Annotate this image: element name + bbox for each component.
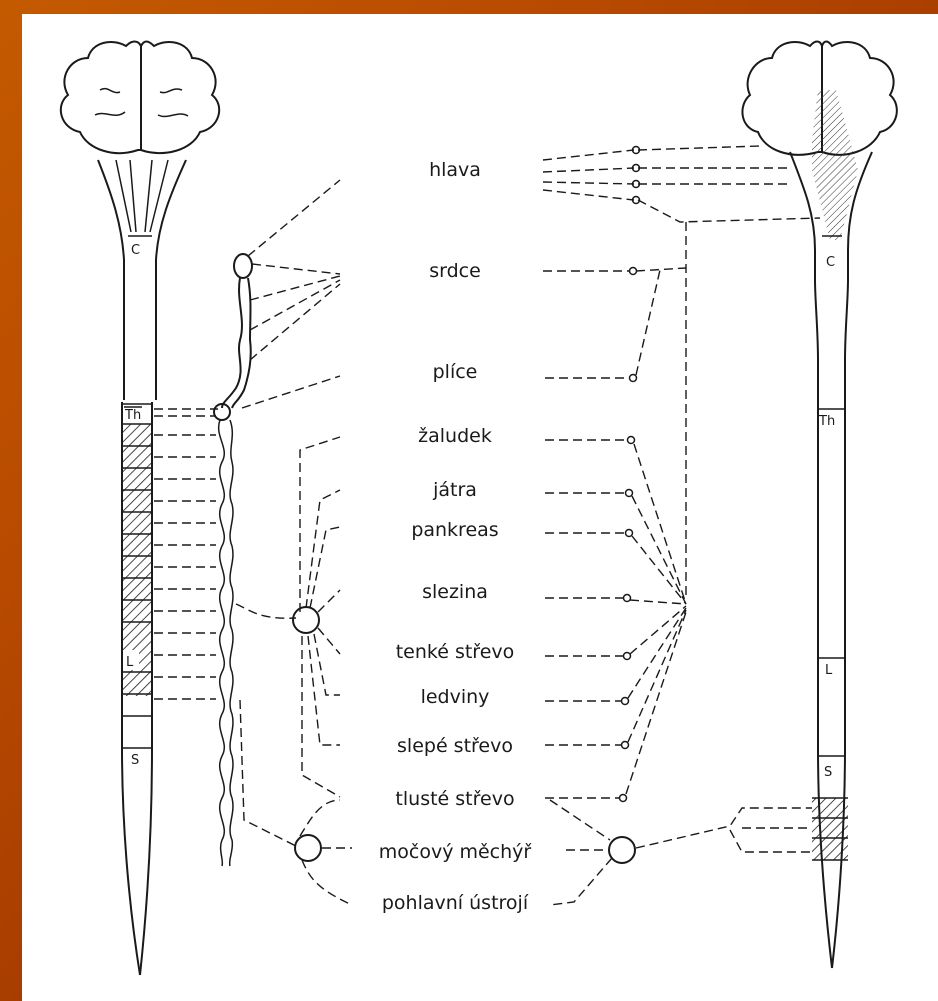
organ-label-tenke-strevo: tenké střevo [396,641,515,663]
left-segment-s-label: S [131,753,139,768]
organ-label-hlava: hlava [429,159,481,181]
sympathetic-fibers [236,180,352,905]
organ-label-pankreas: pankreas [411,519,498,541]
right-segment-s-label: S [824,765,832,780]
left-segment-c-label: C [131,243,140,258]
sympathetic-trunk [214,254,252,866]
left-segment-th-label: Th [124,408,141,423]
right-spinal-cord [790,152,872,968]
left-pelvic-ganglion [295,835,321,861]
organ-label-srdce: srdce [429,260,481,282]
organ-label-zaludek: žaludek [418,425,492,447]
organ-label-slepe-strevo: slepé střevo [397,735,513,757]
diagram-paper: C Th L S [22,14,938,1001]
left-brain [61,42,219,154]
organ-label-mocovy-mechyr: močový měchýř [379,841,532,863]
celiac-ganglion [293,607,319,633]
left-rami [154,409,218,699]
autonomic-nervous-system-diagram: C Th L S [22,14,938,1001]
right-segment-l-label: L [825,663,833,678]
right-brain [742,42,896,241]
right-segment-th-label: Th [818,414,835,429]
organ-label-plice: plíce [433,361,478,383]
organ-label-ledviny: ledviny [421,686,490,708]
right-segment-c-label: C [826,255,835,270]
organ-label-tluste-strevo: tlusté střevo [395,788,514,810]
organ-label-jatra: játra [432,479,477,501]
left-segment-l-label: L [126,655,134,670]
right-pelvic-ganglion [609,837,635,863]
organ-label-slezina: slezina [422,581,488,603]
parasympathetic-nodes [620,147,640,802]
organ-label-pohlavni-ustroji: pohlavní ústrojí [382,892,529,914]
parasympathetic-fibers [543,146,820,905]
